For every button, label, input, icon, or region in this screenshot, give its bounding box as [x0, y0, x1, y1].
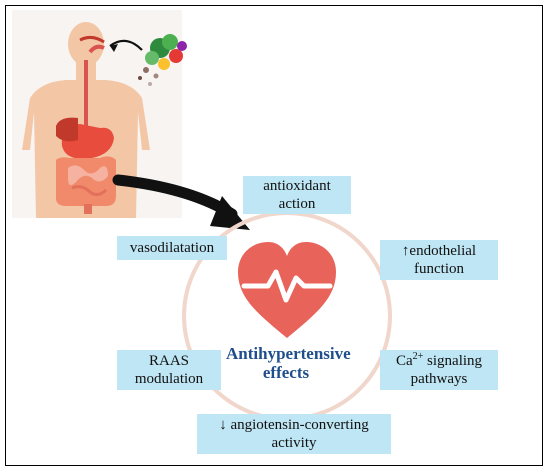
calcium-box: Ca2+ signaling pathways — [380, 350, 498, 390]
curved-arrow-head-icon — [210, 196, 250, 230]
calcium-line1: Ca2+ signaling — [396, 352, 482, 370]
ace-activity-box: ↓ angiotensin-converting activity — [197, 414, 391, 454]
food-arrow-icon — [109, 39, 143, 51]
ace-line2: activity — [271, 435, 317, 451]
ace-line1: ↓ angiotensin-converting — [219, 417, 369, 433]
center-title-line1: Antihypertensive — [226, 344, 351, 363]
antioxidant-line1: antioxidant — [263, 178, 331, 194]
vasodilatation-box: vasodilatation — [117, 236, 227, 260]
center-title: Antihypertensive effects — [226, 344, 351, 382]
food-arrow-head-icon — [110, 44, 118, 52]
outer-border — [5, 5, 543, 466]
raas-line1: RAAS — [148, 353, 189, 369]
endothelial-line2: function — [414, 261, 464, 277]
vasodilatation-label: vasodilatation — [129, 240, 215, 256]
center-title-line2: effects — [262, 363, 310, 382]
calcium-prefix: Ca — [395, 353, 413, 369]
calcium-line2: pathways — [410, 371, 468, 387]
heart-pulse-icon — [238, 242, 336, 338]
food-vegetables-icon — [138, 34, 187, 86]
antioxidant-line2: action — [278, 196, 316, 212]
raas-box: RAAS modulation — [117, 350, 221, 390]
raas-line2: modulation — [134, 371, 204, 387]
endothelial-line1: ↑endothelial — [401, 243, 477, 259]
antioxidant-box: antioxidant action — [243, 176, 351, 214]
calcium-superscript: 2+ — [412, 351, 424, 362]
calcium-suffix: signaling — [423, 353, 483, 369]
endothelial-box: ↑endothelial function — [380, 240, 498, 280]
